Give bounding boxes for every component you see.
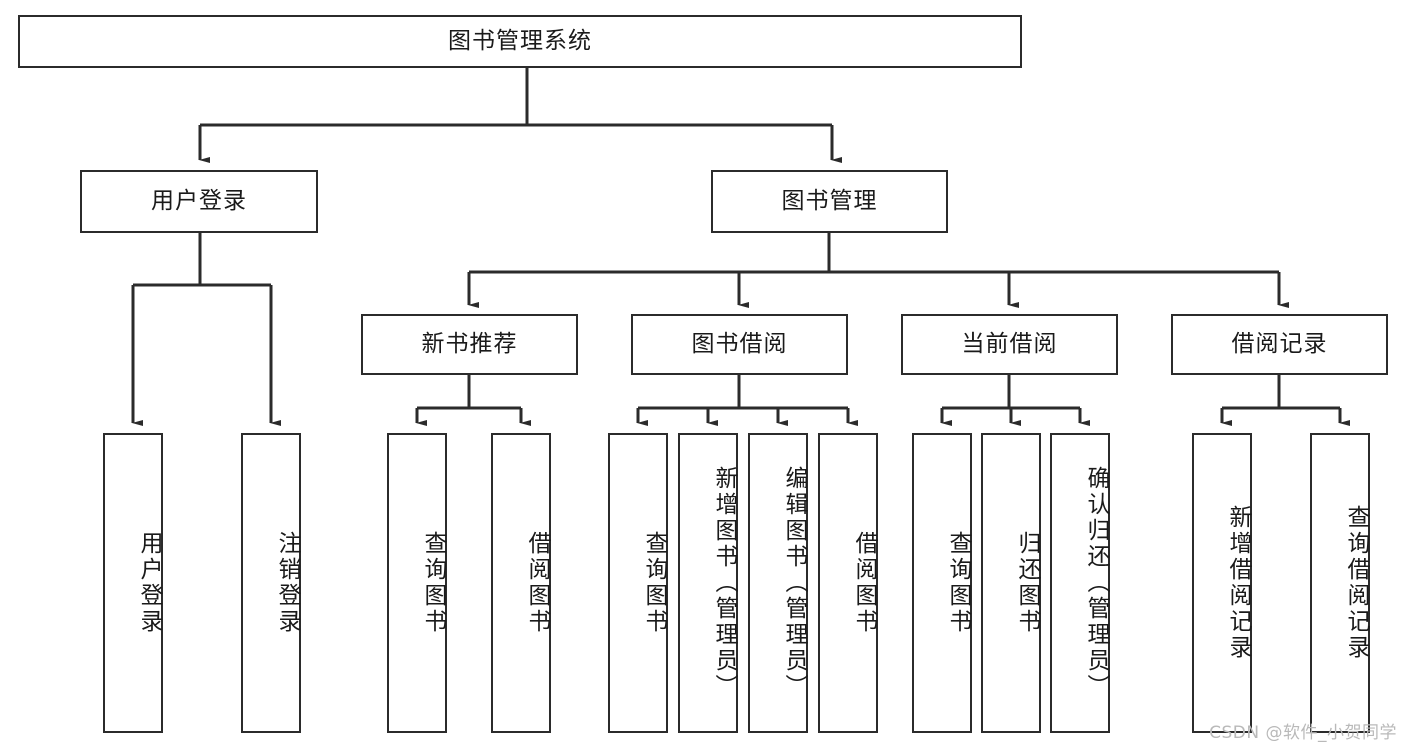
node-leaf-query-book-3[interactable]: 查询图书: [912, 433, 972, 733]
node-label: 新增借阅记录: [1225, 505, 1251, 661]
node-current-borrow[interactable]: 当前借阅: [901, 314, 1118, 375]
node-borrow-record[interactable]: 借阅记录: [1171, 314, 1388, 375]
node-user-login[interactable]: 用户登录: [80, 170, 318, 233]
node-leaf-confirm-return[interactable]: 确认归还（管理员）: [1050, 433, 1110, 733]
node-label: 确认归还（管理员）: [1083, 466, 1109, 700]
node-label: 借阅记录: [1231, 330, 1328, 357]
node-leaf-add-record[interactable]: 新增借阅记录: [1192, 433, 1252, 733]
node-label: 新书推荐: [421, 330, 518, 357]
node-label: 用户登录: [136, 531, 162, 635]
node-leaf-add-book[interactable]: 新增图书（管理员）: [678, 433, 738, 733]
node-label: 用户登录: [151, 187, 247, 214]
node-label: 借阅图书: [524, 531, 550, 635]
node-label: 注销登录: [274, 531, 300, 635]
node-leaf-query-record[interactable]: 查询借阅记录: [1310, 433, 1370, 733]
node-label: 查询图书: [420, 531, 446, 635]
node-label: 图书管理: [781, 187, 878, 214]
node-label: 查询图书: [641, 531, 667, 635]
node-label: 借阅图书: [851, 531, 877, 635]
node-leaf-edit-book[interactable]: 编辑图书（管理员）: [748, 433, 808, 733]
node-book-management[interactable]: 图书管理: [711, 170, 948, 233]
watermark-text: CSDN @软件_小贺同学: [1209, 723, 1397, 743]
node-label: 归还图书: [1014, 531, 1040, 635]
node-label: 当前借阅: [961, 330, 1058, 357]
node-leaf-borrow-book-1[interactable]: 借阅图书: [491, 433, 551, 733]
node-label: 图书管理系统: [448, 27, 592, 54]
node-root-system[interactable]: 图书管理系统: [18, 15, 1022, 68]
node-leaf-query-book-1[interactable]: 查询图书: [387, 433, 447, 733]
node-leaf-return-book[interactable]: 归还图书: [981, 433, 1041, 733]
node-book-borrow[interactable]: 图书借阅: [631, 314, 848, 375]
node-leaf-query-book-2[interactable]: 查询图书: [608, 433, 668, 733]
node-label: 图书借阅: [691, 330, 788, 357]
node-leaf-user-login[interactable]: 用户登录: [103, 433, 163, 733]
node-label: 新增图书（管理员）: [711, 466, 737, 700]
node-leaf-user-logout[interactable]: 注销登录: [241, 433, 301, 733]
node-label: 查询图书: [945, 531, 971, 635]
node-label: 编辑图书（管理员）: [781, 466, 807, 700]
node-label: 查询借阅记录: [1343, 505, 1369, 661]
node-new-book-recommend[interactable]: 新书推荐: [361, 314, 578, 375]
node-leaf-borrow-book-2[interactable]: 借阅图书: [818, 433, 878, 733]
